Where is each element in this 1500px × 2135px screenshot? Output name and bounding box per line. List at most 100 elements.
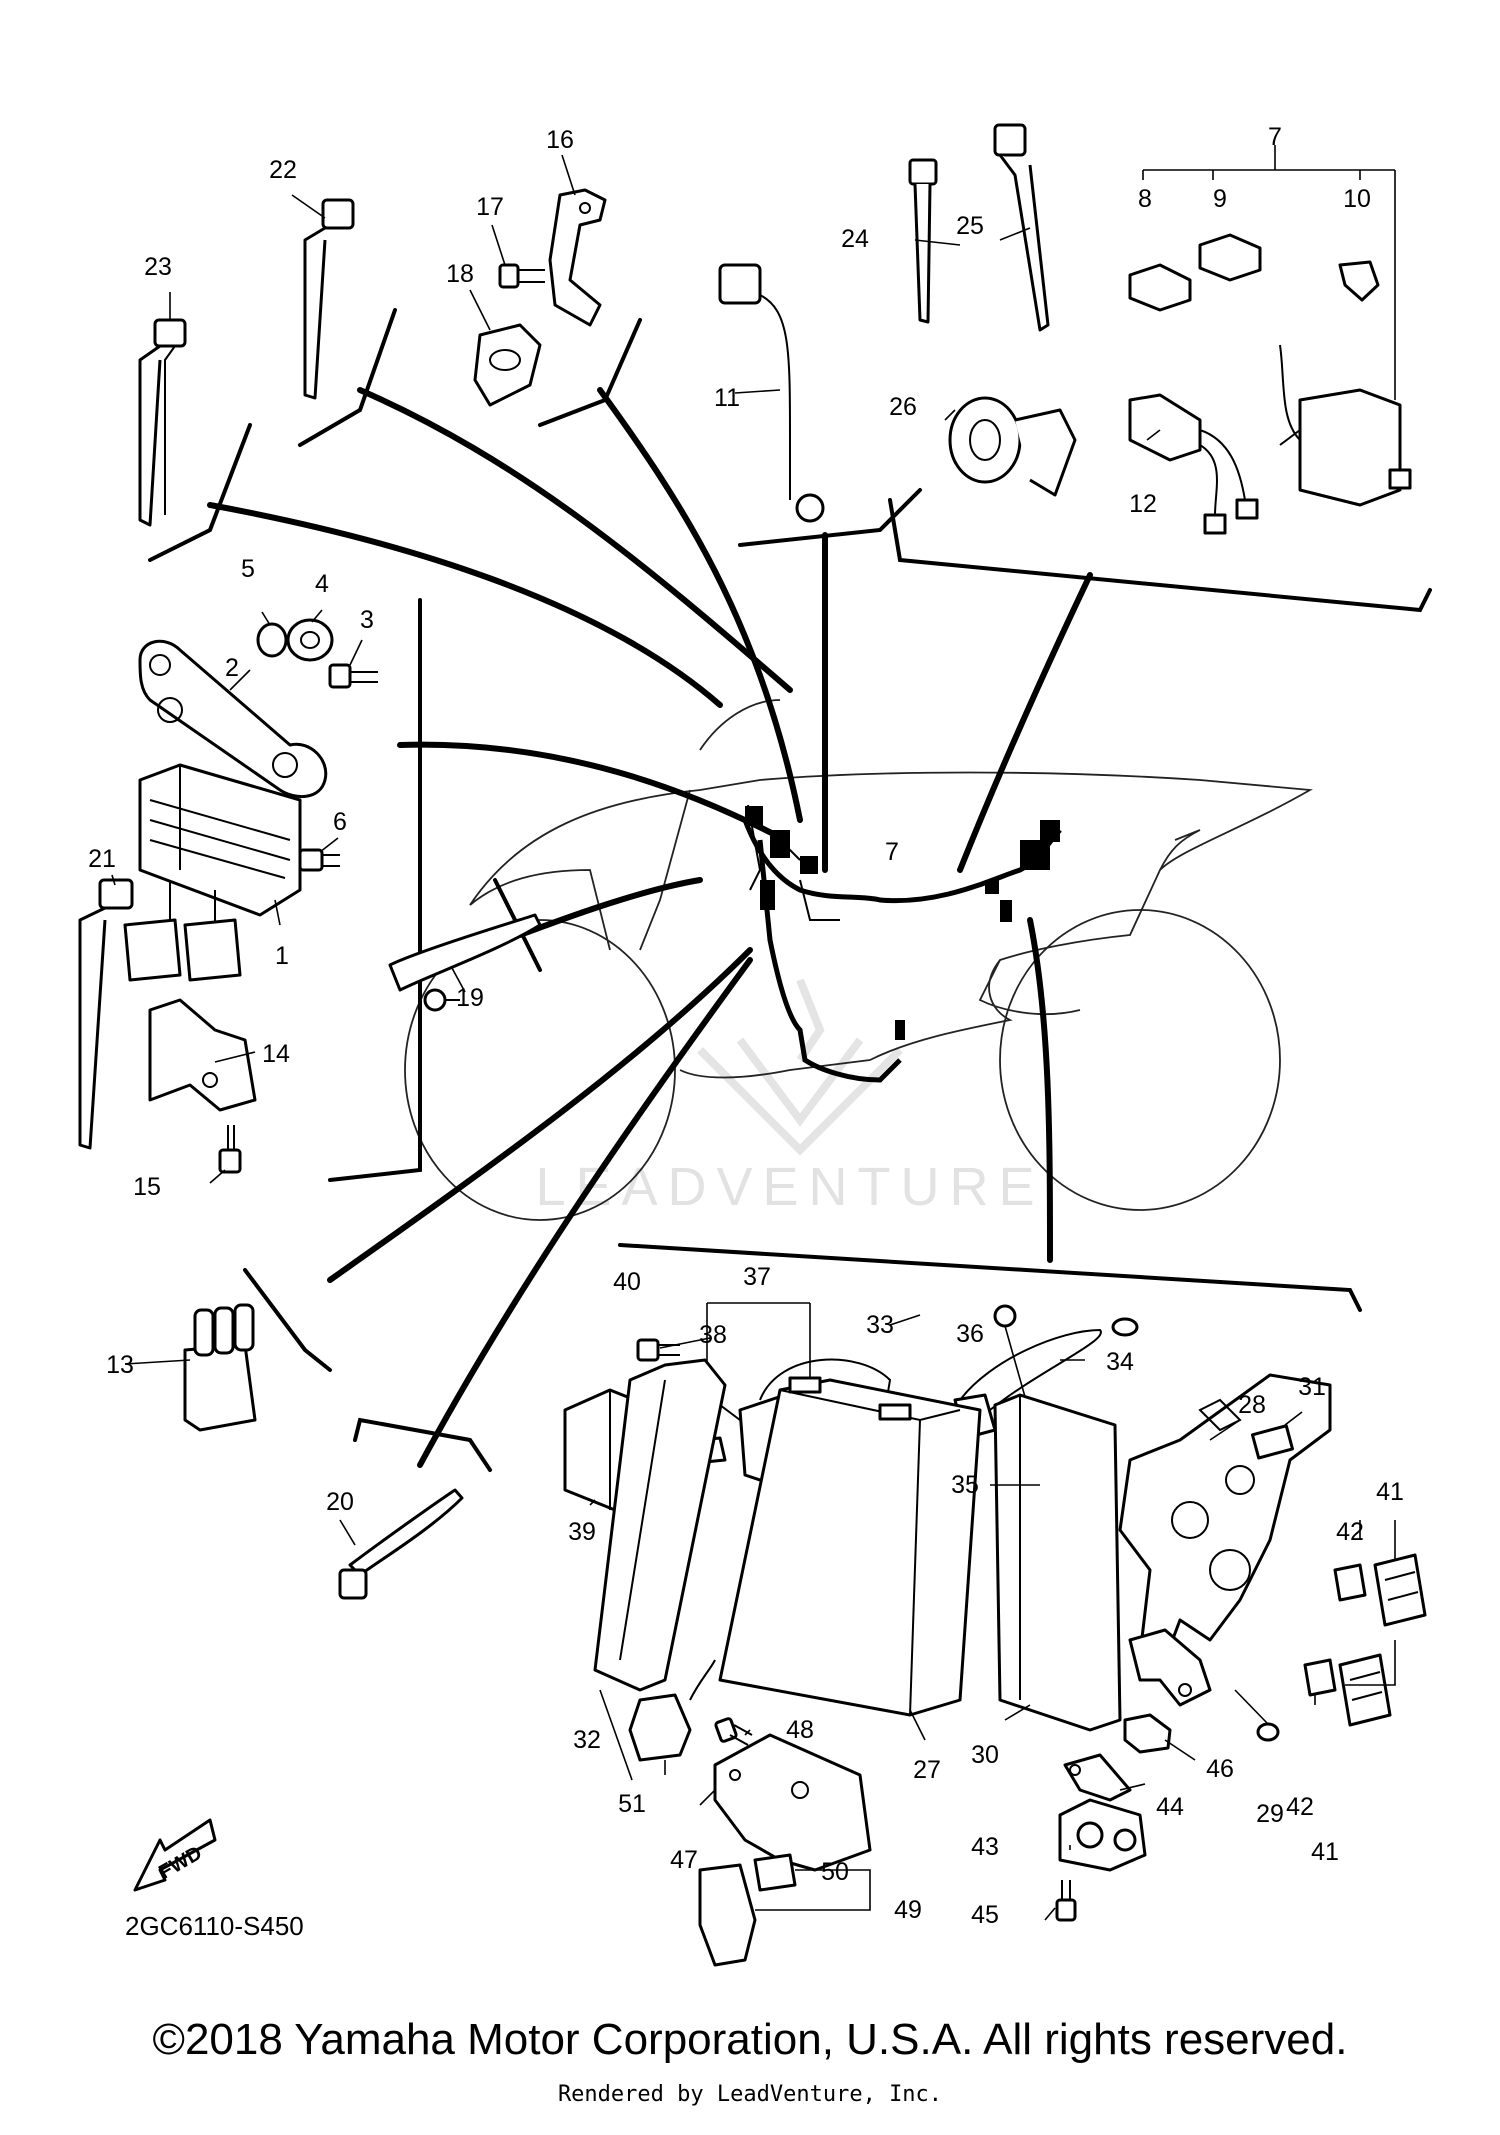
leader-lines [111,154,1396,1921]
callout-27: 27 [913,1756,941,1784]
watermark-text: LEADVENTURE [535,1157,1044,1217]
callout-5: 5 [241,555,255,583]
cable-tie-23 [138,318,187,527]
cable-tie-24 [908,158,938,324]
callout-44: 44 [1156,1793,1184,1821]
rendered-by: Rendered by LeadVenture, Inc. [557,2082,943,2107]
bracket-16 [548,188,607,327]
motorcycle-outline [404,699,1313,1221]
callout-21: 21 [88,845,116,873]
callout-18: 18 [446,260,474,288]
diagram-code: 2GC6110-S450 [125,1911,304,1941]
bolt-45 [1055,1880,1077,1922]
callout-32: 32 [573,1726,601,1754]
callout-36: 36 [956,1320,984,1348]
copyright-notice: ©2018 Yamaha Motor Corporation, U.S.A. A… [152,2015,1348,2064]
pointer-lines [207,387,1093,1468]
pad-31 [1250,1424,1294,1460]
bolt-40 [636,1338,680,1362]
callout-40: 40 [613,1268,641,1296]
callout-26: 26 [889,393,917,421]
callout-12: 12 [1129,490,1157,518]
callout-38: 38 [699,1321,727,1349]
callout-22: 22 [269,156,297,184]
callout-17: 17 [476,193,504,221]
callout-48: 48 [786,1716,814,1744]
callout-51: 51 [618,1790,646,1818]
callout-4: 4 [315,570,329,598]
callout-34: 34 [1106,1348,1134,1376]
callout-7-harness: 7 [885,838,899,866]
callout-1: 1 [275,942,289,970]
callout-31: 31 [1298,1373,1326,1401]
bolt-17 [498,263,545,289]
callout-30: 30 [971,1741,999,1769]
bracket-47 [713,1733,872,1872]
callout-39: 39 [568,1518,596,1546]
connector-41-bottom [1338,1653,1392,1727]
bolt-6 [298,848,340,872]
spacer-5 [256,622,288,658]
coupler-49 [698,1853,871,1967]
callout-43: 43 [971,1833,999,1861]
callout-45: 45 [971,1901,999,1929]
bolt-3 [328,663,378,689]
callout-33: 33 [866,1311,894,1339]
relay-lead-12 [1128,393,1259,535]
callout-46: 46 [1206,1755,1234,1783]
bracket-bottom [1128,1628,1212,1707]
callout-23: 23 [144,253,172,281]
bracket-2 [138,639,328,799]
callout-41-bottom: 41 [1311,1838,1339,1866]
earth-lead-11 [718,263,825,523]
watermark: LEADVENTURE [535,978,1044,1217]
callout-20: 20 [326,1488,354,1516]
callout-16: 16 [546,126,574,154]
holder-26 [948,396,1077,497]
pad-42-top [1333,1563,1367,1602]
cable-tie-21 [78,878,134,1150]
cable-tie-20 [338,1488,464,1600]
callout-labels: 1 2 3 4 5 6 7 7 8 9 10 11 12 13 14 15 16… [88,123,1404,1929]
washer-4 [286,618,334,662]
connector-41-top [1373,1553,1427,1627]
callout-3: 3 [360,606,374,634]
callout-11: 11 [714,384,740,412]
bracket-44 [1063,1753,1132,1802]
cable-tie-22 [303,198,355,400]
sensor-51 [628,1659,716,1762]
bracket-14 [148,998,257,1112]
wire-harness [742,804,1062,1083]
callout-25: 25 [956,212,984,240]
ecu-bracket-28 [1118,1373,1332,1662]
bolt-48 [714,1717,753,1746]
rectifier-regulator-1 [123,763,302,982]
callout-13: 13 [106,1351,134,1379]
ecu-30 [993,1393,1122,1732]
callout-8: 8 [1138,185,1152,213]
callout-10: 10 [1343,185,1371,213]
callout-42-bottom: 42 [1286,1793,1314,1821]
callout-6: 6 [333,808,347,836]
callout-37: 37 [743,1263,771,1291]
callout-24: 24 [841,225,869,253]
callout-41-top: 41 [1376,1478,1404,1506]
cable-tie-25 [993,123,1050,332]
callout-49: 49 [894,1896,922,1924]
bolt-29 [1234,1689,1280,1742]
connector-13 [183,1303,257,1432]
callout-7-top: 7 [1268,123,1282,151]
callout-50: 50 [821,1858,849,1886]
callout-19: 19 [456,984,484,1012]
callout-28: 28 [1238,1391,1266,1419]
bolt-15 [218,1125,242,1174]
pad-42-bottom [1303,1658,1337,1697]
sensor-43 [1058,1798,1147,1872]
callout-35: 35 [951,1471,979,1499]
callout-29: 29 [1256,1800,1284,1828]
callout-47: 47 [670,1846,698,1874]
sensor-46 [1123,1713,1172,1754]
cable-tie-19 [388,913,542,1012]
callout-14: 14 [262,1040,290,1068]
